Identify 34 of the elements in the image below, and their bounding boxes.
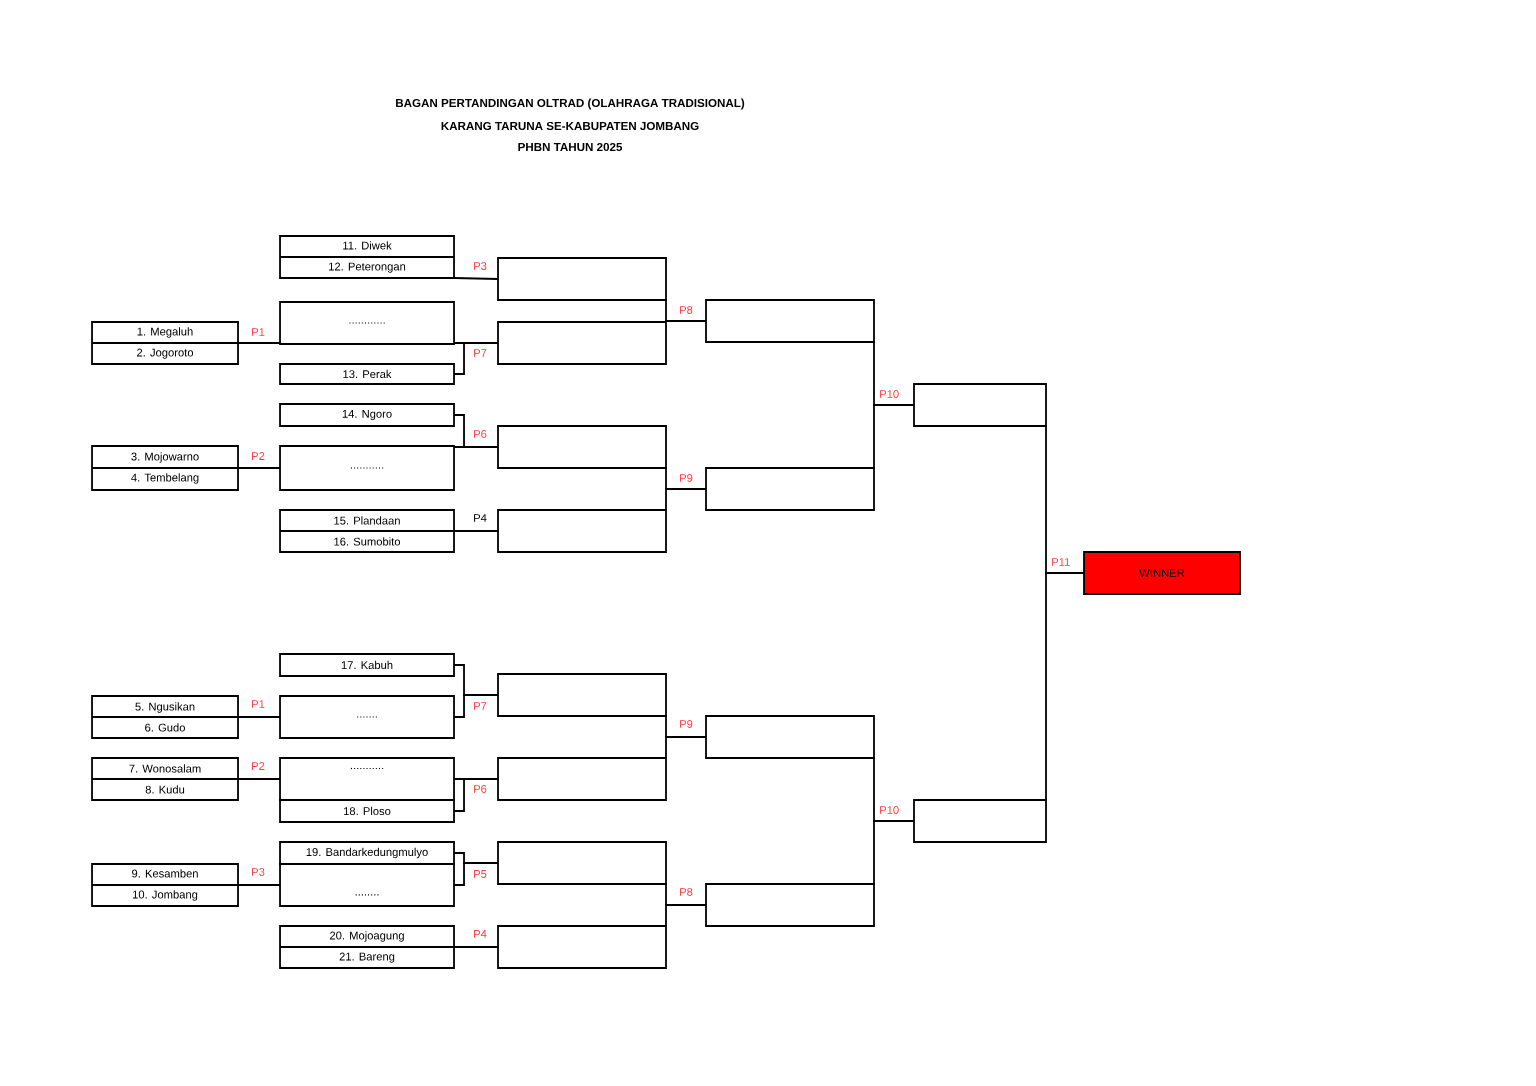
bracket-box bbox=[497, 673, 667, 717]
bracket-box bbox=[497, 257, 667, 301]
bracket-line bbox=[237, 884, 281, 886]
bracket-box bbox=[497, 925, 667, 969]
bracket-line bbox=[453, 694, 499, 718]
bracket-line bbox=[665, 488, 707, 511]
bracket-line bbox=[453, 414, 499, 448]
bracket-line bbox=[453, 530, 499, 532]
bracket-line bbox=[1045, 572, 1085, 801]
bracket-line bbox=[665, 736, 707, 759]
bracket-line bbox=[453, 946, 499, 948]
bracket-box bbox=[497, 321, 667, 365]
bracket-line bbox=[453, 778, 499, 812]
bracket-line bbox=[237, 716, 281, 718]
bracket-line bbox=[873, 820, 915, 885]
bracket-box bbox=[913, 383, 1047, 427]
bracket-box bbox=[913, 799, 1047, 843]
bracket-box bbox=[705, 467, 875, 511]
bracket-line bbox=[665, 904, 707, 927]
bracket-line bbox=[873, 404, 915, 469]
bracket-line bbox=[453, 277, 499, 280]
bracket-box bbox=[705, 299, 875, 343]
bracket-line bbox=[237, 342, 281, 344]
bracket-box bbox=[497, 757, 667, 801]
bracket-box bbox=[497, 509, 667, 553]
bracket-line bbox=[237, 778, 281, 780]
bracket-line bbox=[237, 467, 281, 469]
bracket-line bbox=[665, 320, 707, 323]
bracket-line bbox=[453, 342, 499, 375]
bracket-box bbox=[497, 841, 667, 885]
bracket-box bbox=[705, 883, 875, 927]
bracket-box bbox=[497, 425, 667, 469]
bracket-line bbox=[453, 862, 499, 886]
bracket-box bbox=[705, 715, 875, 759]
